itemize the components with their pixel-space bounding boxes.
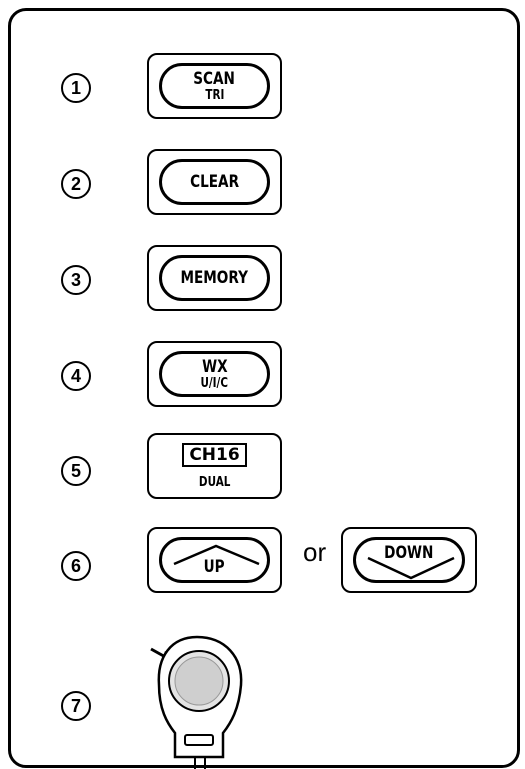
down-key-face: DOWN [353, 537, 465, 583]
step-number-2: 2 [61, 169, 91, 199]
up-key[interactable]: UP [147, 527, 282, 593]
dual-key-label: DUAL [198, 474, 231, 490]
step-number-1: 1 [61, 73, 91, 103]
tri-key-label: TRI [205, 87, 224, 103]
step-number-4: 4 [61, 361, 91, 391]
up-key-face: UP [159, 537, 270, 583]
clear-key-label: CLEAR [190, 172, 239, 192]
wx-uic-key-face: WX U/I/C [159, 351, 270, 397]
ch16-dual-key[interactable]: CH16 DUAL [147, 433, 282, 499]
scan-key-label: SCAN [193, 68, 236, 89]
wx-uic-key[interactable]: WX U/I/C [147, 341, 282, 407]
ch16-key-label: CH16 [182, 442, 247, 467]
memory-key-label: MEMORY [180, 268, 249, 288]
scan-tri-key-face: SCAN TRI [159, 63, 270, 109]
or-text: or [303, 537, 327, 567]
microphone-icon[interactable] [139, 629, 254, 769]
up-chevron-icon [173, 544, 260, 566]
down-key-label: DOWN [384, 543, 434, 563]
step-number-5: 5 [61, 456, 91, 486]
scan-tri-key[interactable]: SCAN TRI [147, 53, 282, 119]
step-number-6: 6 [61, 551, 91, 581]
clear-key[interactable]: CLEAR [147, 149, 282, 215]
memory-key-face: MEMORY [159, 255, 270, 301]
down-chevron-icon [367, 556, 455, 580]
up-key-label: UP [203, 557, 225, 577]
clear-key-face: CLEAR [159, 159, 270, 205]
memory-key[interactable]: MEMORY [147, 245, 282, 311]
step-number-3: 3 [61, 265, 91, 295]
step-number-7: 7 [61, 691, 91, 721]
instruction-panel: 1 SCAN TRI 2 CLEAR 3 MEMORY 4 WX U/I/C 5… [8, 8, 520, 769]
down-key[interactable]: DOWN [341, 527, 477, 593]
uic-key-label: U/I/C [200, 375, 229, 391]
wx-key-label: WX [201, 356, 228, 377]
